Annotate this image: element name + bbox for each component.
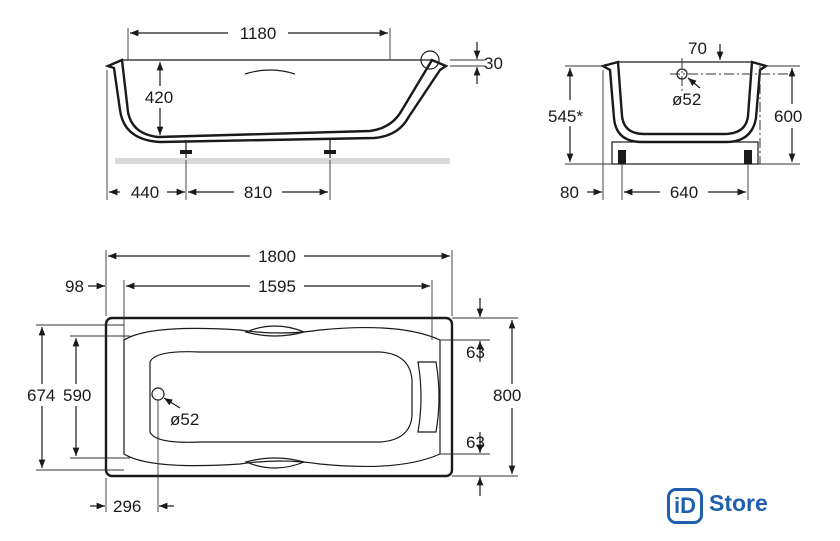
- dim-plan-590: 590: [63, 386, 91, 405]
- dim-plan-63-top: 63: [466, 343, 485, 362]
- dim-side-810: 810: [244, 183, 272, 202]
- plan-handle-bottom: [244, 457, 306, 469]
- dim-end-600: 600: [774, 107, 802, 126]
- plan-view: ø52 1800 1595 98 674 590 800: [27, 247, 521, 516]
- store-logo-mark: iD: [667, 488, 703, 524]
- dim-end-640: 640: [670, 183, 698, 202]
- dim-plan-1800: 1800: [258, 247, 296, 266]
- dim-plan-o52: ø52: [170, 410, 199, 429]
- dim-end-70: 70: [688, 39, 707, 58]
- dim-plan-98: 98: [65, 277, 84, 296]
- dim-end-80: 80: [560, 183, 579, 202]
- dim-side-440: 440: [131, 183, 159, 202]
- plan-drain: [151, 387, 165, 401]
- plan-inner-basin: [123, 326, 441, 468]
- dim-side-1180: 1180: [240, 24, 277, 43]
- end-frame: [611, 141, 759, 165]
- side-leg-right: [324, 138, 336, 158]
- plan-basin-bottom: [149, 351, 413, 443]
- side-handle: [244, 69, 296, 75]
- side-tub-outline: [104, 58, 449, 144]
- dim-side-30: 30: [484, 54, 503, 73]
- end-view: ø52 70 545* 600 80 640: [548, 39, 802, 202]
- side-leg-left: [180, 140, 192, 158]
- dim-plan-1595: 1595: [258, 277, 296, 296]
- dim-plan-800: 800: [493, 386, 521, 405]
- plan-handle-top: [244, 325, 306, 337]
- dim-end-o52: ø52: [672, 90, 701, 109]
- store-logo-text: Store: [709, 490, 768, 516]
- side-view: 1180 420 30 440 810: [104, 24, 503, 202]
- dim-side-420: 420: [145, 88, 173, 107]
- dim-plan-296: 296: [113, 497, 141, 516]
- dim-end-545: 545*: [548, 107, 583, 126]
- dim-plan-674: 674: [27, 386, 55, 405]
- plan-outer-rim: [104, 316, 454, 478]
- floor: [115, 158, 450, 164]
- side-overflow: [420, 50, 440, 70]
- plan-headrest: [417, 361, 440, 433]
- dim-plan-63-bottom: 63: [466, 433, 485, 452]
